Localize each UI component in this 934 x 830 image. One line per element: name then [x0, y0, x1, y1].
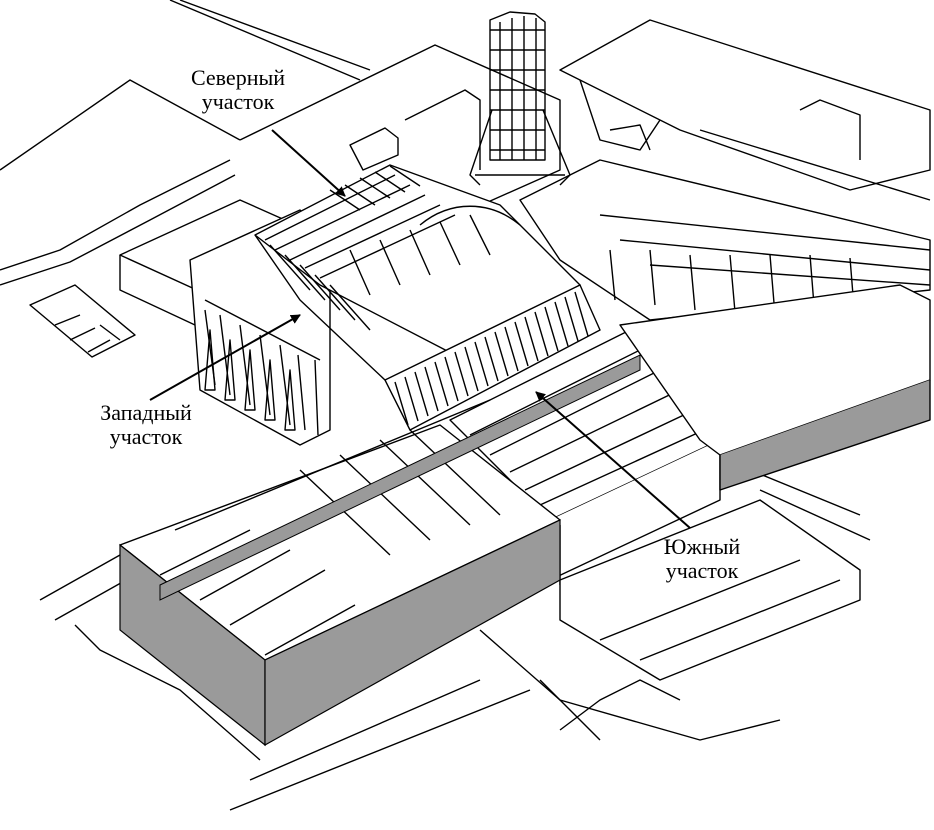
- south-arrow: [535, 391, 691, 529]
- left-small-structure: [29, 284, 136, 358]
- leader-arrows: [149, 129, 691, 529]
- west-label-line2: участок: [109, 424, 183, 449]
- north-label-line1: Северный: [190, 65, 286, 90]
- ventilation-stack: [469, 11, 571, 186]
- west-label-line1: Западный: [100, 400, 192, 425]
- southeast-ground-building: [559, 499, 861, 681]
- turbine-hall-front-wall: [119, 519, 561, 747]
- west-arrow: [149, 314, 301, 401]
- west-section-label: Западный участок: [76, 401, 216, 449]
- reactor-building-backdrop: [239, 44, 561, 211]
- north-section-label: Северный участок: [168, 66, 308, 114]
- south-cascade-wall: [384, 284, 601, 431]
- west-section-walls: [189, 209, 331, 446]
- south-annex-roof: [449, 329, 721, 585]
- south-label-line1: Южный: [663, 534, 741, 559]
- south-label-line2: участок: [665, 558, 739, 583]
- north-label-line2: участок: [201, 89, 275, 114]
- east-long-building: [619, 284, 931, 491]
- dark-horizontal-strip: [159, 354, 641, 601]
- south-section-label: Южный участок: [632, 535, 772, 583]
- background-site-outline: [0, 0, 871, 811]
- northeast-building: [519, 19, 931, 321]
- north-arrow: [271, 129, 346, 197]
